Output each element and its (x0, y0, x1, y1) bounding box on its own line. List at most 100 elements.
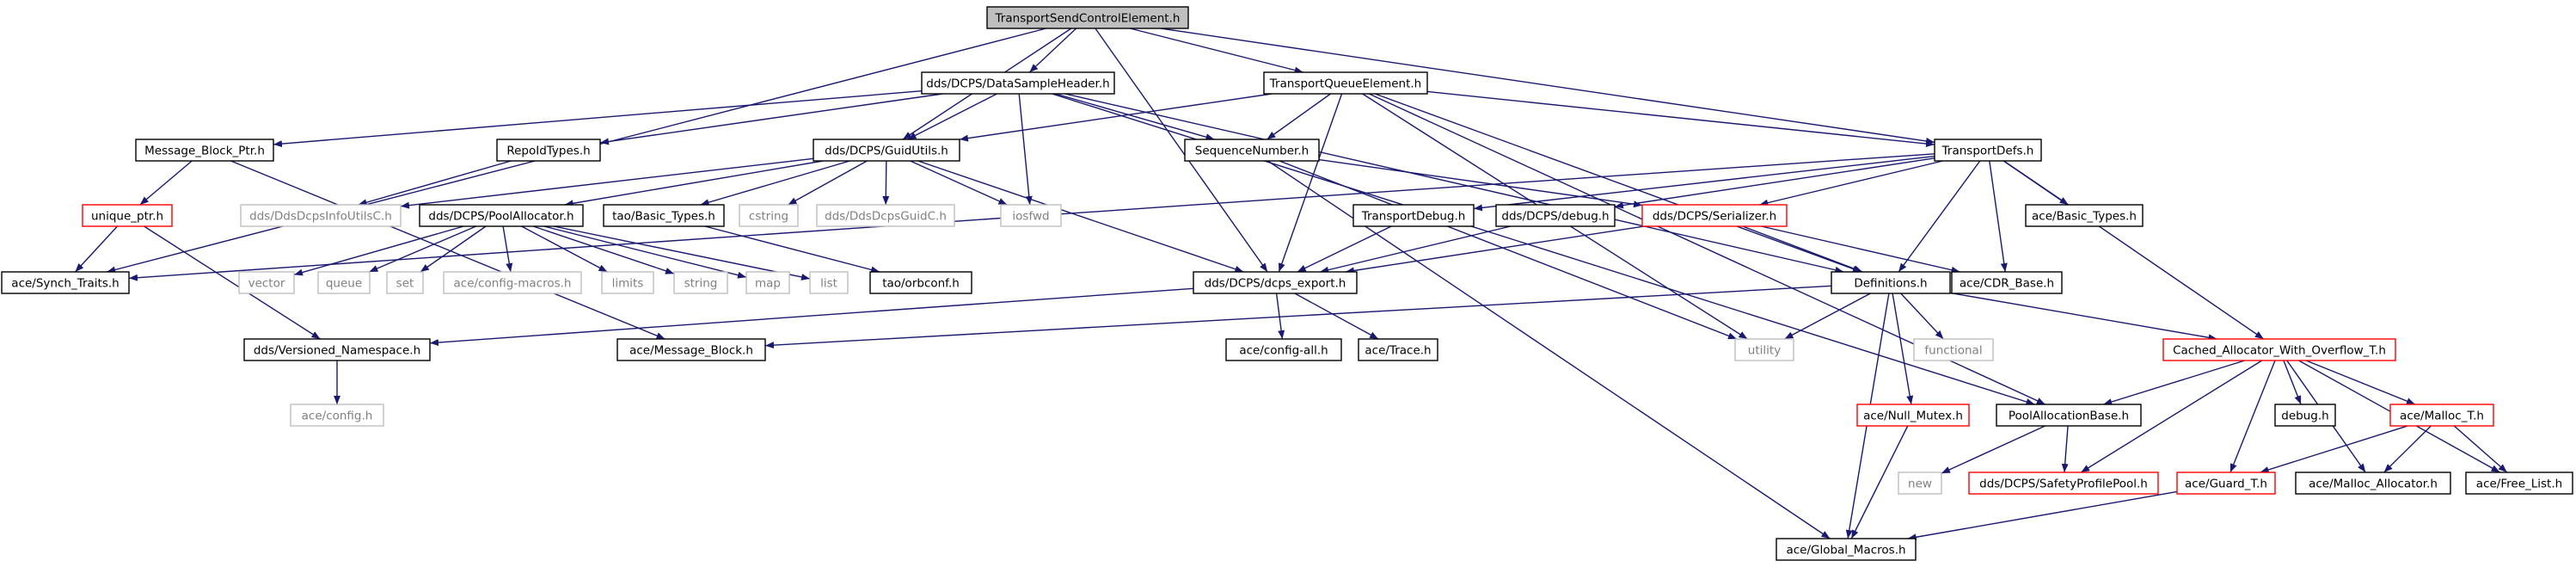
edge-defs-to-utility (1784, 293, 1871, 340)
edge-gu-to-ddsinfo (400, 157, 814, 209)
node-utility: utility (1734, 338, 1794, 361)
node-debugh[interactable]: debug.h (2274, 404, 2336, 427)
node-label: ace/Trace.h (1365, 344, 1431, 358)
node-label: ace/Malloc_T.h (2400, 410, 2484, 423)
node-export[interactable]: dds/DCPS/dcps_export.h (1193, 271, 1358, 294)
node-atrace[interactable]: ace/Trace.h (1358, 338, 1438, 361)
node-dcdebug[interactable]: dds/DCPS/debug.h (1495, 204, 1616, 227)
node-nullm[interactable]: ace/Null_Mutex.h (1856, 404, 1970, 427)
node-box (1913, 338, 1994, 361)
node-box (2295, 471, 2451, 495)
node-label: TransportQueueElement.h (1269, 77, 1421, 91)
node-box (238, 271, 295, 294)
node-layer: TransportSendControlElement.h dds/DCPS/Da… (1, 6, 2573, 561)
node-box (317, 271, 371, 294)
node-sn[interactable]: SequenceNumber.h (1184, 139, 1320, 162)
node-label: ace/CDR_Base.h (1960, 277, 2054, 291)
node-gm[interactable]: ace/Global_Macros.h (1776, 538, 1917, 561)
node-st[interactable]: ace/Synch_Traits.h (1, 271, 130, 294)
node-functional: functional (1913, 338, 1994, 361)
edge-cawo-to-debugh (2283, 360, 2302, 405)
edge-root-to-tqe (1130, 28, 1303, 74)
edge-tqe-to-td (1426, 90, 1935, 147)
node-td[interactable]: TransportDefs.h (1934, 139, 2042, 162)
node-box (2162, 338, 2396, 361)
edge-guardt-to-gm (1907, 490, 2178, 541)
node-vn[interactable]: dds/Versioned_Namespace.h (243, 338, 431, 361)
node-amb[interactable]: ace/Message_Block.h (616, 338, 766, 361)
node-box (673, 271, 728, 294)
edge-malloct-to-freelist (2453, 425, 2508, 473)
edge-gu-to-export (917, 160, 1244, 273)
edge-cawo-to-spp (2080, 360, 2263, 473)
node-rit[interactable]: RepoIdTypes.h (496, 139, 601, 162)
node-orbconf[interactable]: tao/orbconf.h (869, 271, 972, 294)
node-acfgall[interactable]: ace/config-all.h (1225, 338, 1342, 361)
node-ser[interactable]: dds/DCPS/Serializer.h (1641, 204, 1788, 227)
node-box (2176, 471, 2276, 495)
node-cdr[interactable]: ace/CDR_Base.h (1951, 271, 2063, 294)
node-tqe[interactable]: TransportQueueElement.h (1263, 71, 1428, 95)
edge-pa-to-vector (293, 225, 464, 276)
node-malloct[interactable]: ace/Malloc_T.h (2389, 404, 2494, 427)
edge-root-to-export (1095, 28, 1268, 273)
node-box (1776, 538, 1917, 561)
edge-pa-to-map (543, 225, 747, 279)
node-freelist[interactable]: ace/Free_List.h (2465, 471, 2573, 495)
edge-dsh-to-rit (599, 93, 943, 145)
edge-mbp-to-amb (230, 160, 665, 340)
node-box (1225, 338, 1342, 361)
node-cawo[interactable]: Cached_Allocator_With_Overflow_T.h (2162, 338, 2396, 361)
node-box (1352, 204, 1475, 227)
node-spp[interactable]: dds/DCPS/SafetyProfilePool.h (1968, 471, 2159, 495)
node-pa[interactable]: dds/DCPS/PoolAllocator.h (419, 204, 584, 227)
node-box (809, 271, 849, 294)
edge-pa-to-queue (369, 225, 476, 273)
node-limits: limits (601, 271, 654, 294)
node-malloca[interactable]: ace/Malloc_Allocator.h (2295, 471, 2451, 495)
node-tbt[interactable]: tao/Basic_Types.h (603, 204, 725, 227)
node-mbp[interactable]: Message_Block_Ptr.h (135, 139, 274, 162)
node-abt[interactable]: ace/Basic_Types.h (2025, 204, 2144, 227)
node-box (1934, 139, 2042, 162)
node-label: unique_ptr.h (91, 210, 163, 224)
node-tdebug[interactable]: TransportDebug.h (1352, 204, 1475, 227)
edge-cawo-to-pab (2103, 360, 2245, 405)
node-label: utility (1748, 344, 1781, 358)
node-iosfwd: iosfwd (1000, 204, 1062, 227)
node-box (419, 204, 584, 227)
node-new: new (1898, 471, 1942, 495)
node-root[interactable]: TransportSendControlElement.h (986, 6, 1189, 29)
edge-pa-to-set (420, 225, 487, 273)
node-label: limits (612, 277, 644, 291)
node-pab[interactable]: PoolAllocationBase.h (1996, 404, 2142, 427)
node-label: ace/config.h (302, 410, 373, 423)
node-label: dds/DCPS/dcps_export.h (1205, 277, 1346, 291)
edge-tdebug-to-export (1297, 225, 1392, 273)
edge-sn-to-utility (1279, 160, 1738, 340)
node-gu[interactable]: dds/DCPS/GuidUtils.h (813, 139, 960, 162)
node-box (1898, 471, 1942, 495)
edge-pab-to-new (1941, 425, 2045, 474)
node-label: dds/DCPS/debug.h (1501, 210, 1609, 224)
edge-malloct-to-guardt (2260, 425, 2408, 473)
node-label: ace/config-macros.h (454, 277, 572, 291)
edge-pa-to-list (553, 225, 811, 280)
node-dsh[interactable]: dds/DCPS/DataSampleHeader.h (921, 71, 1115, 95)
node-up[interactable]: unique_ptr.h (82, 204, 173, 227)
node-label: dds/DdsDcpsInfoUtilsC.h (249, 210, 392, 224)
node-defs[interactable]: Definitions.h (1831, 271, 1951, 294)
node-label: vector (248, 277, 285, 291)
node-guardt[interactable]: ace/Guard_T.h (2176, 471, 2276, 495)
node-box (386, 271, 424, 294)
node-label: SequenceNumber.h (1195, 145, 1309, 158)
edge-sn-to-ser (1318, 158, 1643, 208)
node-map: map (745, 271, 790, 294)
node-label: ace/Synch_Traits.h (11, 277, 119, 291)
node-label: TransportSendControlElement.h (995, 12, 1181, 26)
edge-tqe-to-gu (959, 93, 1273, 142)
edge-defs-to-nullm (1892, 293, 1914, 405)
node-label: tao/Basic_Types.h (612, 210, 715, 224)
node-box (816, 204, 955, 227)
